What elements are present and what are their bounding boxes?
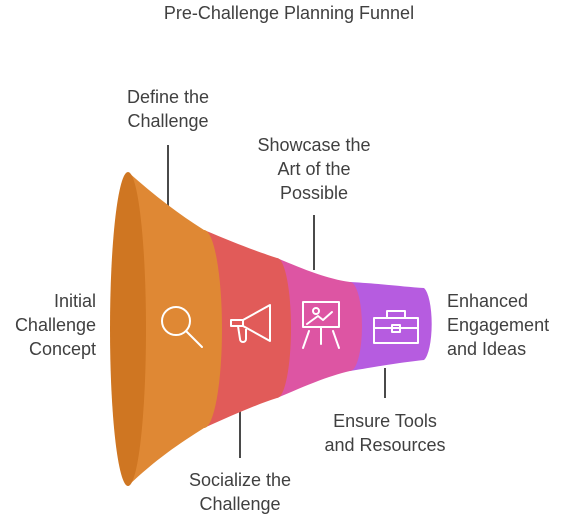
input-label: Initial Challenge Concept bbox=[14, 291, 96, 359]
stage-label-tools: Ensure Tools and Resources bbox=[324, 411, 446, 455]
output-label: Enhanced Engagement and Ideas bbox=[447, 291, 550, 359]
funnel-segment-tools bbox=[350, 282, 432, 371]
stage-label-showcase: Showcase the Art of the Possible bbox=[257, 135, 371, 203]
megaphone-icon bbox=[230, 304, 271, 343]
stage-label-socialize: Socialize the Challenge bbox=[188, 470, 292, 514]
toolbox-icon bbox=[373, 310, 419, 344]
stage-label-define: Define the Challenge bbox=[126, 87, 210, 131]
funnel-segment-define bbox=[128, 172, 222, 486]
magnifier-icon bbox=[161, 306, 203, 348]
diagram-title: Pre-Challenge Planning Funnel bbox=[163, 3, 415, 23]
funnel-rim bbox=[110, 172, 146, 486]
presentation-easel-icon bbox=[302, 301, 340, 349]
